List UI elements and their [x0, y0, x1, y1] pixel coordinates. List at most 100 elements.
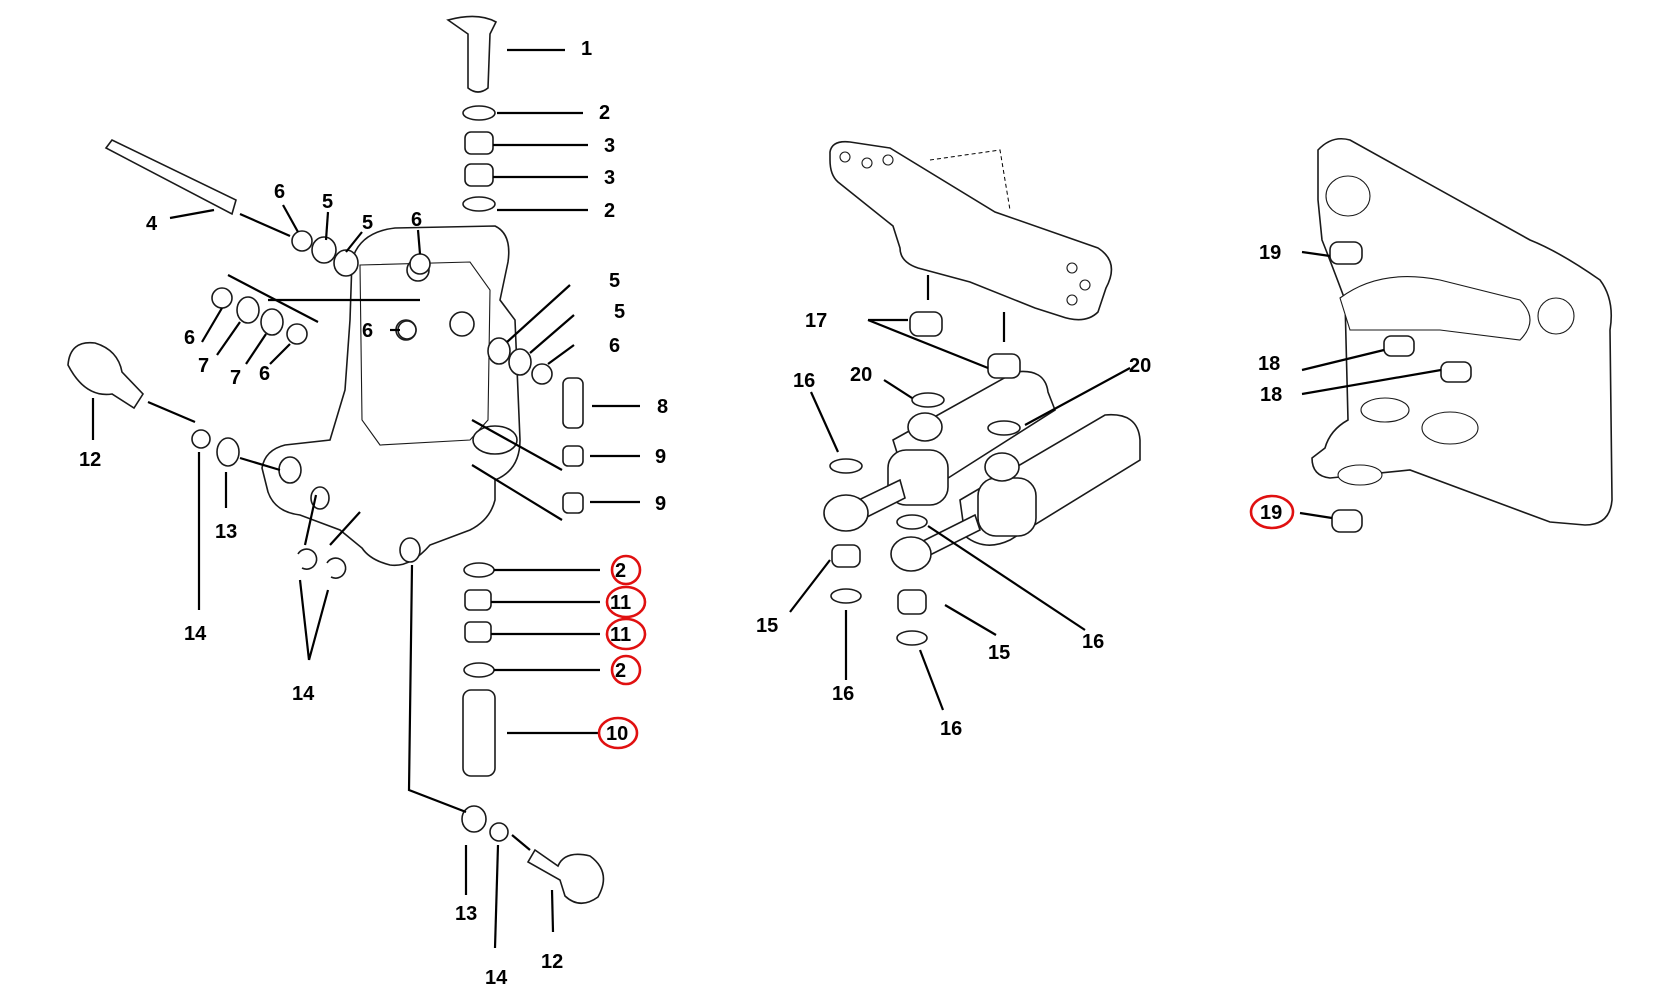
ball-joint-12b [526, 848, 605, 905]
label-3b: 3 [604, 167, 615, 189]
ball-joint-12a [67, 341, 145, 410]
label-6f: 6 [609, 335, 620, 357]
leader-9-diag-b [471, 464, 563, 521]
label-5a: 5 [322, 191, 333, 213]
plug-9a [562, 445, 584, 467]
label-15a: 15 [756, 615, 778, 637]
label-12b: 12 [541, 951, 563, 973]
highlight-2c [610, 554, 642, 586]
leader-9-diag-a [471, 419, 563, 471]
leader-7b [245, 333, 267, 365]
label-2a: 2 [599, 102, 610, 124]
leader-5c [506, 284, 571, 343]
chassis-crossmember [1339, 276, 1531, 341]
leader-4 [169, 208, 215, 220]
bush-19b [1331, 509, 1363, 533]
label-14c: 14 [485, 967, 508, 989]
shaft-4 [104, 138, 237, 216]
seal-16b [830, 588, 862, 604]
leader-15a [789, 559, 831, 613]
label-19a: 19 [1259, 242, 1281, 264]
label-6e: 6 [259, 363, 270, 385]
grease-fitting-callout [929, 149, 1011, 211]
label-6a: 6 [274, 181, 285, 203]
label-17: 17 [805, 310, 827, 332]
ring-6e [286, 323, 308, 345]
chassis-boss-top [1325, 175, 1371, 217]
chassis-pivot-2 [1360, 397, 1410, 423]
label-18b: 18 [1260, 384, 1282, 406]
bush-11b [464, 621, 492, 643]
label-7b: 7 [230, 367, 241, 389]
ring-14a [191, 429, 211, 449]
bush-7b [260, 308, 284, 336]
seal-2-top [462, 105, 496, 121]
leader-5d [529, 314, 575, 354]
leader-5b [345, 231, 363, 253]
pin-10 [462, 689, 496, 777]
leader-18b [1301, 368, 1442, 396]
label-4: 4 [146, 213, 158, 235]
bush-5c [487, 337, 511, 365]
label-11a: 11 [610, 592, 631, 614]
frame-eye-left-2 [310, 486, 330, 510]
bush-18a [1383, 335, 1415, 357]
leader-14b-4 [329, 511, 361, 546]
bush-7a [236, 296, 260, 324]
bush-15a [831, 544, 861, 568]
label-2b: 2 [604, 200, 615, 222]
label-5d: 5 [614, 301, 625, 323]
cyl-head-b [977, 477, 1037, 537]
seal-16c [896, 514, 928, 530]
leader-19a [1301, 250, 1331, 258]
leader-14b-3 [303, 494, 318, 546]
chassis-boss-right [1537, 297, 1575, 335]
bush-17b [987, 353, 1021, 379]
label-13a: 13 [215, 521, 237, 543]
clip-14b [326, 557, 347, 579]
callout-labels: 1 2 3 3 2 4 6 5 5 6 6 6 7 7 6 5 5 6 8 9 … [79, 38, 1282, 989]
pin-8 [562, 377, 584, 429]
seal-20b [987, 420, 1021, 436]
ring-6c [397, 320, 417, 340]
leader-12b [550, 889, 555, 933]
bush-19a [1329, 241, 1363, 265]
seal-2-low [463, 562, 495, 578]
ring-6d [211, 287, 233, 309]
bush-11a [464, 589, 492, 611]
label-3a: 3 [604, 135, 615, 157]
label-16b: 16 [832, 683, 854, 705]
left-assembly [67, 15, 640, 949]
label-5c: 5 [609, 270, 620, 292]
leader-16c [927, 525, 1086, 631]
frame-face [359, 261, 491, 446]
leader-5a [324, 211, 330, 241]
plug-9b [562, 492, 584, 514]
label-14a: 14 [184, 623, 207, 645]
seal-20a [911, 392, 945, 408]
label-9b: 9 [655, 493, 666, 515]
label-11b: 11 [610, 624, 631, 646]
leader-15b [944, 604, 997, 636]
leader-6f [547, 344, 575, 365]
label-6c: 6 [362, 320, 373, 342]
highlight-marks [597, 494, 1295, 750]
cyl-top-b [984, 452, 1020, 482]
label-16d: 16 [940, 718, 962, 740]
middle-assembly [789, 140, 1141, 711]
label-13b: 13 [455, 903, 477, 925]
label-18a: 18 [1258, 353, 1280, 375]
ring-6f [531, 363, 553, 385]
seal-16a [829, 458, 863, 474]
label-1: 1 [581, 38, 592, 60]
leader-14b-1 [298, 579, 311, 661]
label-7a: 7 [198, 355, 209, 377]
leader-20a [883, 379, 913, 399]
leader-bar [227, 274, 319, 323]
bush-13a [216, 437, 240, 467]
label-9a: 9 [655, 446, 666, 468]
ring-6a [291, 230, 313, 252]
leader-20b [1024, 367, 1131, 426]
rod-eye-b [890, 536, 932, 572]
leader-14b-2 [307, 589, 330, 661]
